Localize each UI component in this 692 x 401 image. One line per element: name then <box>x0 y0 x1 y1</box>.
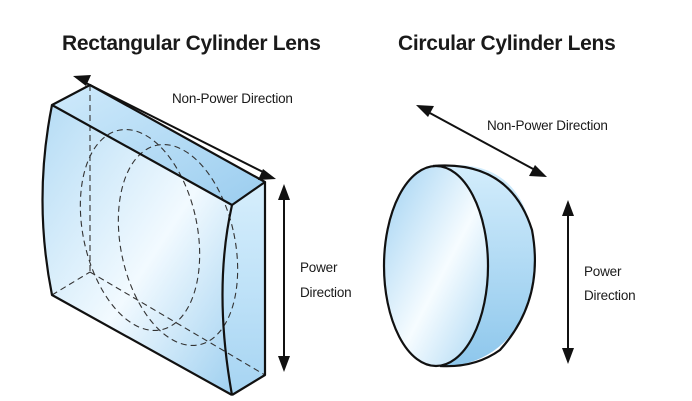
circ-power-label-line1: Power <box>584 264 622 279</box>
circ-non-power-label: Non-Power Direction <box>487 118 608 133</box>
rect-lens-title: Rectangular Cylinder Lens <box>62 32 321 55</box>
circ-lens-body <box>382 164 536 368</box>
rect-lens-side-outline <box>231 182 267 396</box>
rect-lens-left-outline <box>41 104 233 396</box>
circ-non-power-arrow <box>416 105 547 177</box>
rect-power-label-line2: Direction <box>300 285 351 300</box>
rect-lens-hidden-edges <box>51 85 266 376</box>
rect-lens-body <box>41 83 267 396</box>
rect-non-power-label: Non-Power Direction <box>172 91 293 106</box>
rect-lens-front-right-edge <box>221 204 234 396</box>
rect-power-arrow <box>278 184 290 372</box>
circ-power-arrow <box>562 200 574 364</box>
circ-lens-rim-outline <box>432 164 536 368</box>
rect-lens-side-face <box>222 182 265 395</box>
rect-power-label-line1: Power <box>300 260 338 275</box>
circ-power-label-line2: Direction <box>584 288 635 303</box>
circ-lens-title: Circular Cylinder Lens <box>398 32 615 55</box>
circ-lens-face <box>384 166 488 366</box>
rect-non-power-arrow <box>73 75 276 180</box>
